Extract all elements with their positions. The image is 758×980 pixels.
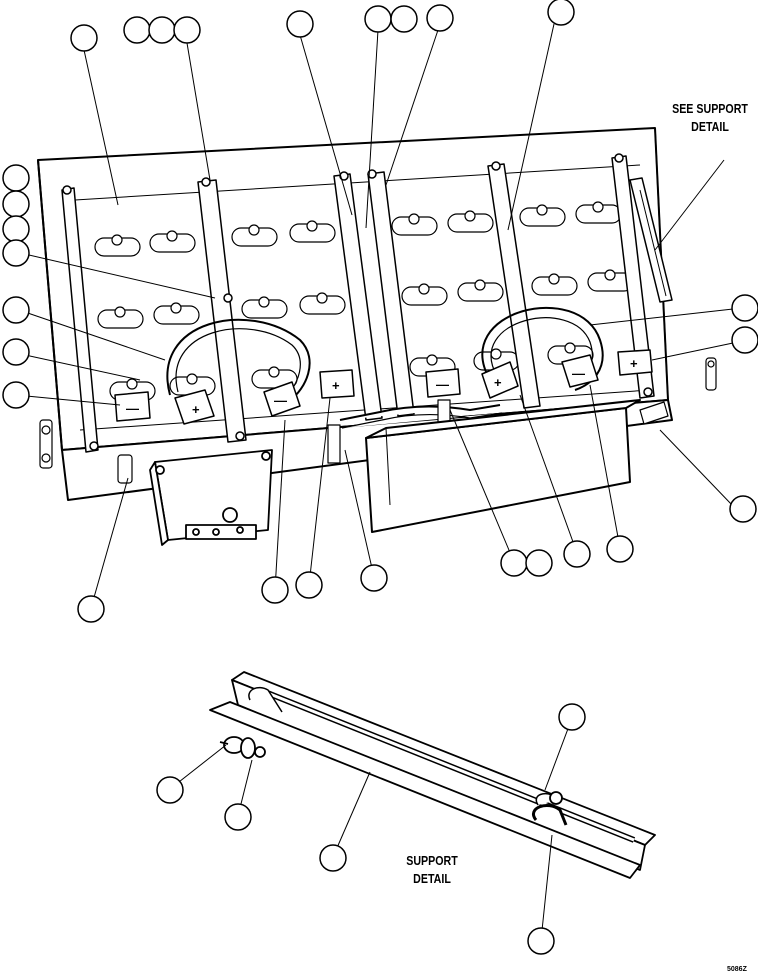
support-flange	[209, 701, 641, 879]
terminal-tag-3	[263, 381, 301, 417]
callout-balloon	[2, 381, 30, 409]
support-hook	[532, 804, 568, 826]
callout-balloon	[224, 803, 252, 831]
callout-balloons	[2, 0, 758, 955]
callout-balloon	[729, 495, 757, 523]
callout-balloon	[731, 326, 758, 354]
callout-balloon	[500, 549, 528, 577]
callout-balloon	[606, 535, 634, 563]
polarity-negative-3: —	[436, 377, 449, 392]
support-detail-line-2: DETAIL	[413, 871, 451, 886]
polarity-positive-4: +	[630, 356, 638, 371]
callout-balloon	[2, 164, 30, 192]
callout-balloon	[156, 776, 184, 804]
hold-down-bars	[61, 153, 655, 453]
hold-down-bar-4	[367, 171, 415, 417]
callout-balloon	[2, 338, 30, 366]
loop-cable-left	[166, 318, 311, 401]
callout-balloon	[527, 927, 555, 955]
polarity-negative-2: —	[274, 393, 287, 408]
callout-balloon	[295, 571, 323, 599]
see-support-detail-note: SEE SUPPORT DETAIL	[653, 100, 758, 136]
cell-row-2	[97, 272, 634, 329]
front-hardware	[39, 357, 717, 484]
callout-balloon	[148, 16, 176, 44]
terminal-tag-1	[114, 391, 151, 422]
terminal-tag-4	[319, 369, 355, 399]
callout-balloon	[2, 239, 30, 267]
support-detail-line-1: SUPPORT	[406, 853, 458, 868]
terminal-covers	[114, 349, 653, 425]
callout-balloon	[563, 540, 591, 568]
callout-balloon	[525, 549, 553, 577]
terminal-tag-7	[561, 354, 599, 388]
callout-balloon	[2, 190, 30, 218]
polarity-positive-2: +	[332, 378, 340, 393]
leader-lines	[15, 23, 734, 941]
callout-balloon	[426, 4, 454, 32]
cell-terminals	[111, 201, 616, 390]
callout-balloon	[77, 595, 105, 623]
callout-balloon	[547, 0, 575, 26]
callout-balloon	[360, 564, 388, 592]
callout-balloon	[558, 703, 586, 731]
polarity-negative-4: —	[572, 366, 585, 381]
support-rod-right	[629, 177, 673, 303]
callout-balloon	[2, 296, 30, 324]
callout-balloon	[261, 576, 289, 604]
front-bus-strap	[339, 404, 503, 429]
see-support-line-1: SEE SUPPORT	[672, 101, 748, 116]
terminal-tag-8	[617, 349, 653, 376]
callout-balloon	[286, 10, 314, 38]
terminal-tag-5	[425, 368, 461, 398]
callout-balloon	[123, 16, 151, 44]
support-detail-caption: SUPPORT DETAIL	[383, 852, 481, 888]
support-detail-assembly	[209, 671, 656, 879]
terminal-tag-2	[174, 389, 215, 425]
see-support-line-2: DETAIL	[691, 119, 729, 134]
support-channel	[231, 671, 656, 846]
callout-balloon	[2, 215, 30, 243]
polarity-positive-1: +	[192, 402, 200, 417]
polarity-negative-1: —	[126, 401, 139, 416]
callout-balloon	[390, 5, 418, 33]
callout-balloon	[364, 5, 392, 33]
callout-balloon	[319, 844, 347, 872]
callout-balloon	[731, 294, 758, 322]
figure-code: 5086Z	[727, 966, 747, 973]
wing-nut	[219, 736, 266, 759]
electrical-box	[365, 399, 641, 533]
callout-balloon	[173, 16, 201, 44]
terminal-tag-6	[481, 361, 519, 399]
polarity-positive-3: +	[494, 375, 502, 390]
mounting-bracket	[149, 449, 273, 546]
callout-balloon	[70, 24, 98, 52]
